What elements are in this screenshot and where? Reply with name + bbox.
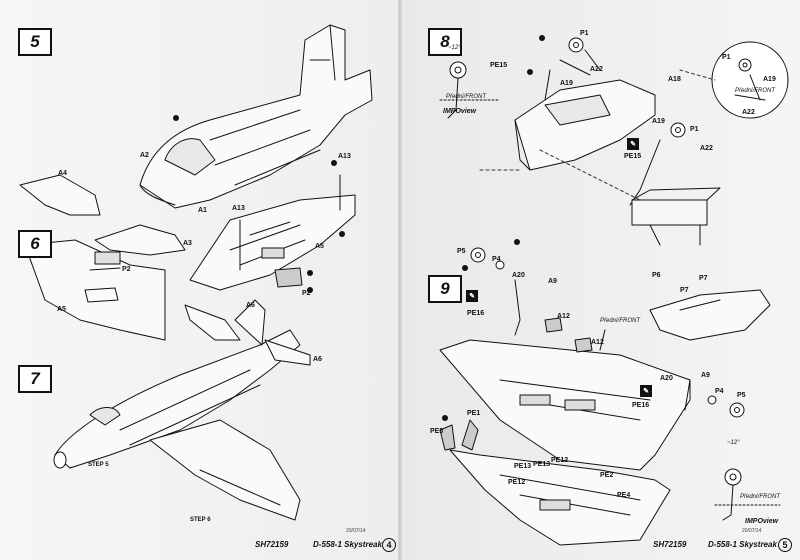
part-label: P7 [699, 275, 708, 282]
step-reference: STEP 6 [190, 517, 211, 523]
part-label: A20 [512, 272, 525, 279]
front-direction-label: Přední/FRONT [740, 494, 781, 500]
part-label: A6 [246, 302, 255, 309]
wing-parts-step6 [19, 174, 186, 341]
part-label: P1 [580, 30, 589, 37]
part-label: P1 [722, 54, 731, 61]
part-label: A22 [700, 145, 713, 152]
part-label: A12 [557, 313, 570, 320]
part-label: A2 [140, 152, 149, 159]
part-label: PE1 [467, 410, 481, 417]
part-label: A9 [701, 372, 710, 379]
part-label: P4 [492, 256, 501, 263]
part-label: A3 [183, 240, 192, 247]
part-label: A5 [315, 243, 324, 250]
angle-label: ~12° [727, 440, 740, 446]
part-label: P6 [652, 272, 661, 279]
part-label: PE12 [551, 457, 569, 464]
step-number-8: 8 [428, 28, 462, 56]
part-label: P7 [680, 287, 689, 294]
part-label: A1 [198, 207, 207, 214]
nose-section-step8 [439, 37, 789, 246]
paint-icon: ✎ [640, 385, 652, 397]
part-label: A6 [313, 356, 322, 363]
paint-icon: ✎ [466, 290, 478, 302]
part-label: A20 [660, 375, 673, 382]
step-number-5: 5 [18, 28, 52, 56]
footer-title: D-558-1 Skystreak [708, 540, 777, 549]
view-label: IMPOview [443, 108, 477, 115]
part-label: A22 [742, 109, 755, 116]
page-number: 5 [778, 538, 792, 552]
front-direction-label: Přední/FRONT [600, 318, 641, 324]
part-label: PE13 [533, 461, 551, 468]
part-label: PE3 [430, 428, 444, 435]
part-label: P1 [690, 126, 699, 133]
part-label: PE15 [624, 153, 642, 160]
wing-assembly-step6 [189, 174, 356, 291]
print-date: 20/07/14 [742, 528, 762, 534]
footer-code: SH72159 [653, 540, 687, 549]
part-label: A9 [548, 278, 557, 285]
part-label: A19 [763, 76, 776, 83]
part-label: P4 [715, 388, 724, 395]
part-label: P2 [302, 290, 311, 297]
aircraft-step7 [53, 299, 311, 521]
part-label: A18 [668, 76, 681, 83]
step-number-6: 6 [18, 230, 52, 258]
part-label: P2 [122, 266, 131, 273]
part-label: PE2 [600, 472, 614, 479]
page-number: 4 [382, 538, 396, 552]
part-label: PE4 [617, 492, 631, 499]
front-direction-label: Přední/FRONT [446, 94, 487, 100]
step-reference: STEP 5 [88, 462, 109, 468]
part-label: PE13 [514, 463, 532, 470]
part-label: P5 [457, 248, 466, 255]
fuselage-step5 [139, 24, 373, 209]
part-label: PE16 [632, 402, 650, 409]
wing-step9 [439, 247, 771, 471]
footer-code: SH72159 [255, 540, 289, 549]
part-label: A4 [58, 170, 67, 177]
part-label: PE16 [467, 310, 485, 317]
paint-icon: ✎ [627, 138, 639, 150]
part-label: PE15 [490, 62, 508, 69]
part-label: A19 [652, 118, 665, 125]
part-label: A13 [232, 205, 245, 212]
fuselage-bottom [439, 419, 781, 546]
part-label: A12 [591, 339, 604, 346]
angle-label: ~12° [448, 45, 461, 51]
part-label: P5 [737, 392, 746, 399]
part-label: A22 [590, 66, 603, 73]
view-label: IMPOview [745, 518, 779, 525]
part-label: PE12 [508, 479, 526, 486]
front-direction-label: Přední/FRONT [735, 88, 776, 94]
page-fold [398, 0, 402, 560]
print-date: 20/07/14 [346, 528, 366, 534]
part-label: A5 [57, 306, 66, 313]
part-label: A19 [560, 80, 573, 87]
step-number-9: 9 [428, 275, 462, 303]
footer-title: D-558-1 Skystreak [313, 540, 382, 549]
part-label: A13 [338, 153, 351, 160]
step-number-7: 7 [18, 365, 52, 393]
glue-icon [173, 35, 545, 421]
